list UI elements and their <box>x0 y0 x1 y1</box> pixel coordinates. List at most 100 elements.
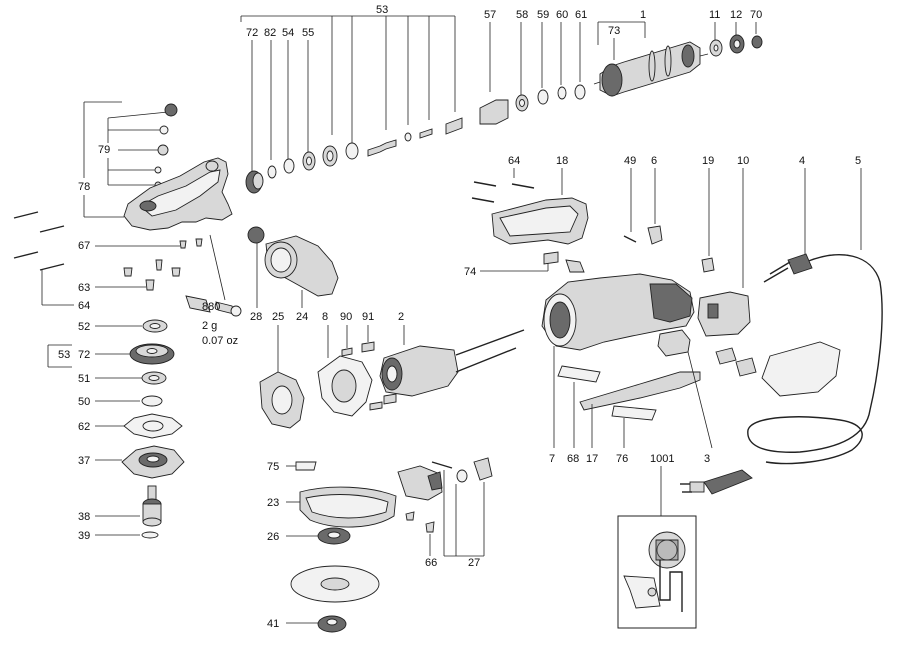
label-79: 79 <box>98 144 110 156</box>
label-28: 28 <box>250 311 262 323</box>
circlip-50 <box>141 395 163 407</box>
washer-54 <box>283 158 295 174</box>
flange-37 <box>121 445 185 479</box>
label-91: 91 <box>362 311 374 323</box>
label-17: 17 <box>586 453 598 465</box>
flange-26 <box>317 527 351 545</box>
grease-weight-oz: 0.07 oz <box>202 335 238 347</box>
bracket-53-top <box>240 15 456 143</box>
stator-2 <box>379 329 525 397</box>
label-6: 6 <box>651 155 657 167</box>
bracket-25 <box>259 371 305 429</box>
armature-1 <box>593 41 709 97</box>
lever-6 <box>647 225 663 245</box>
sleeve-91 <box>361 341 375 353</box>
label-63: 63 <box>78 282 90 294</box>
grease-code: 880 <box>202 301 220 313</box>
bearing-79c <box>157 144 169 156</box>
label-1: 1 <box>640 9 646 21</box>
label-74: 74 <box>464 266 476 278</box>
label-61: 61 <box>575 9 587 21</box>
bearing-11 <box>709 39 723 57</box>
label-11: 11 <box>709 9 720 21</box>
label-60: 60 <box>556 9 568 21</box>
screw-67b <box>195 238 203 247</box>
screws-left <box>13 211 65 271</box>
screw-67a <box>179 240 187 249</box>
label-78: 78 <box>78 181 90 193</box>
nut-41 <box>317 615 347 633</box>
label-25: 25 <box>272 311 284 323</box>
label-8: 8 <box>322 311 328 323</box>
capacitor-3 <box>657 329 691 357</box>
cap-70 <box>751 35 763 49</box>
label-27: 27 <box>468 557 480 569</box>
washer-53c <box>404 132 412 142</box>
label-26: 26 <box>267 531 279 543</box>
label-5: 5 <box>855 155 861 167</box>
label-55: 55 <box>302 27 314 39</box>
grease-tube-880 <box>185 234 242 317</box>
label-64-mid: 64 <box>508 155 520 167</box>
label-10: 10 <box>737 155 749 167</box>
brush-holders <box>715 347 757 377</box>
plug-79a <box>164 103 178 117</box>
label-57: 57 <box>484 9 496 21</box>
screw-90b <box>369 401 383 411</box>
label-52: 52 <box>78 321 90 333</box>
label-66: 66 <box>425 557 437 569</box>
label-72-top: 72 <box>246 27 258 39</box>
ring-79d <box>154 166 162 174</box>
label-51: 51 <box>78 373 90 385</box>
gear-72-top <box>245 170 264 194</box>
label-18: 18 <box>556 155 568 167</box>
label-4: 4 <box>799 155 805 167</box>
screw-90 <box>341 347 353 357</box>
label-plate-76 <box>611 405 657 421</box>
label-37: 37 <box>78 455 90 467</box>
grease-weight-g: 2 g <box>202 320 217 332</box>
label-19: 19 <box>702 155 714 167</box>
sleeve-53e <box>445 117 463 135</box>
label-50: 50 <box>78 396 90 408</box>
cover-18 <box>491 197 589 245</box>
gear-head-78 <box>123 157 233 231</box>
bearing-53a <box>322 145 338 167</box>
gasket-62 <box>123 413 183 439</box>
bearing-52 <box>142 319 168 333</box>
bearing-51 <box>141 371 167 385</box>
screws-64-mid <box>471 181 535 203</box>
label-72-left: 72 <box>78 349 90 361</box>
label-58: 58 <box>516 9 528 21</box>
switch-10 <box>697 291 751 337</box>
label-53-left: 53 <box>58 349 70 361</box>
switch-rod-17 <box>579 371 701 411</box>
disc <box>290 565 380 603</box>
washer-82 <box>267 165 277 179</box>
gear-72-left <box>129 343 175 365</box>
guard-23 <box>299 486 397 528</box>
label-1001: 1001 <box>650 453 674 465</box>
label-38: 38 <box>78 511 90 523</box>
screw-49 <box>623 235 637 243</box>
handle-24 <box>247 226 339 297</box>
bearing-12 <box>729 34 745 54</box>
plate-75 <box>295 461 317 471</box>
label-3: 3 <box>704 453 710 465</box>
switch-parts-74 <box>543 251 585 273</box>
label-24: 24 <box>296 311 308 323</box>
label-67: 67 <box>78 240 90 252</box>
label-64-left: 64 <box>78 300 90 312</box>
label-49: 49 <box>624 155 636 167</box>
screws-63 <box>123 259 181 291</box>
ring-53b <box>345 142 359 160</box>
motor-housing-7 <box>541 273 695 351</box>
label-59: 59 <box>537 9 549 21</box>
label-68: 68 <box>567 453 579 465</box>
label-7: 7 <box>549 453 555 465</box>
wiring-diagram-1001 <box>617 515 697 629</box>
label-90: 90 <box>340 311 352 323</box>
cable-5 <box>680 253 883 495</box>
label-75: 75 <box>267 461 279 473</box>
